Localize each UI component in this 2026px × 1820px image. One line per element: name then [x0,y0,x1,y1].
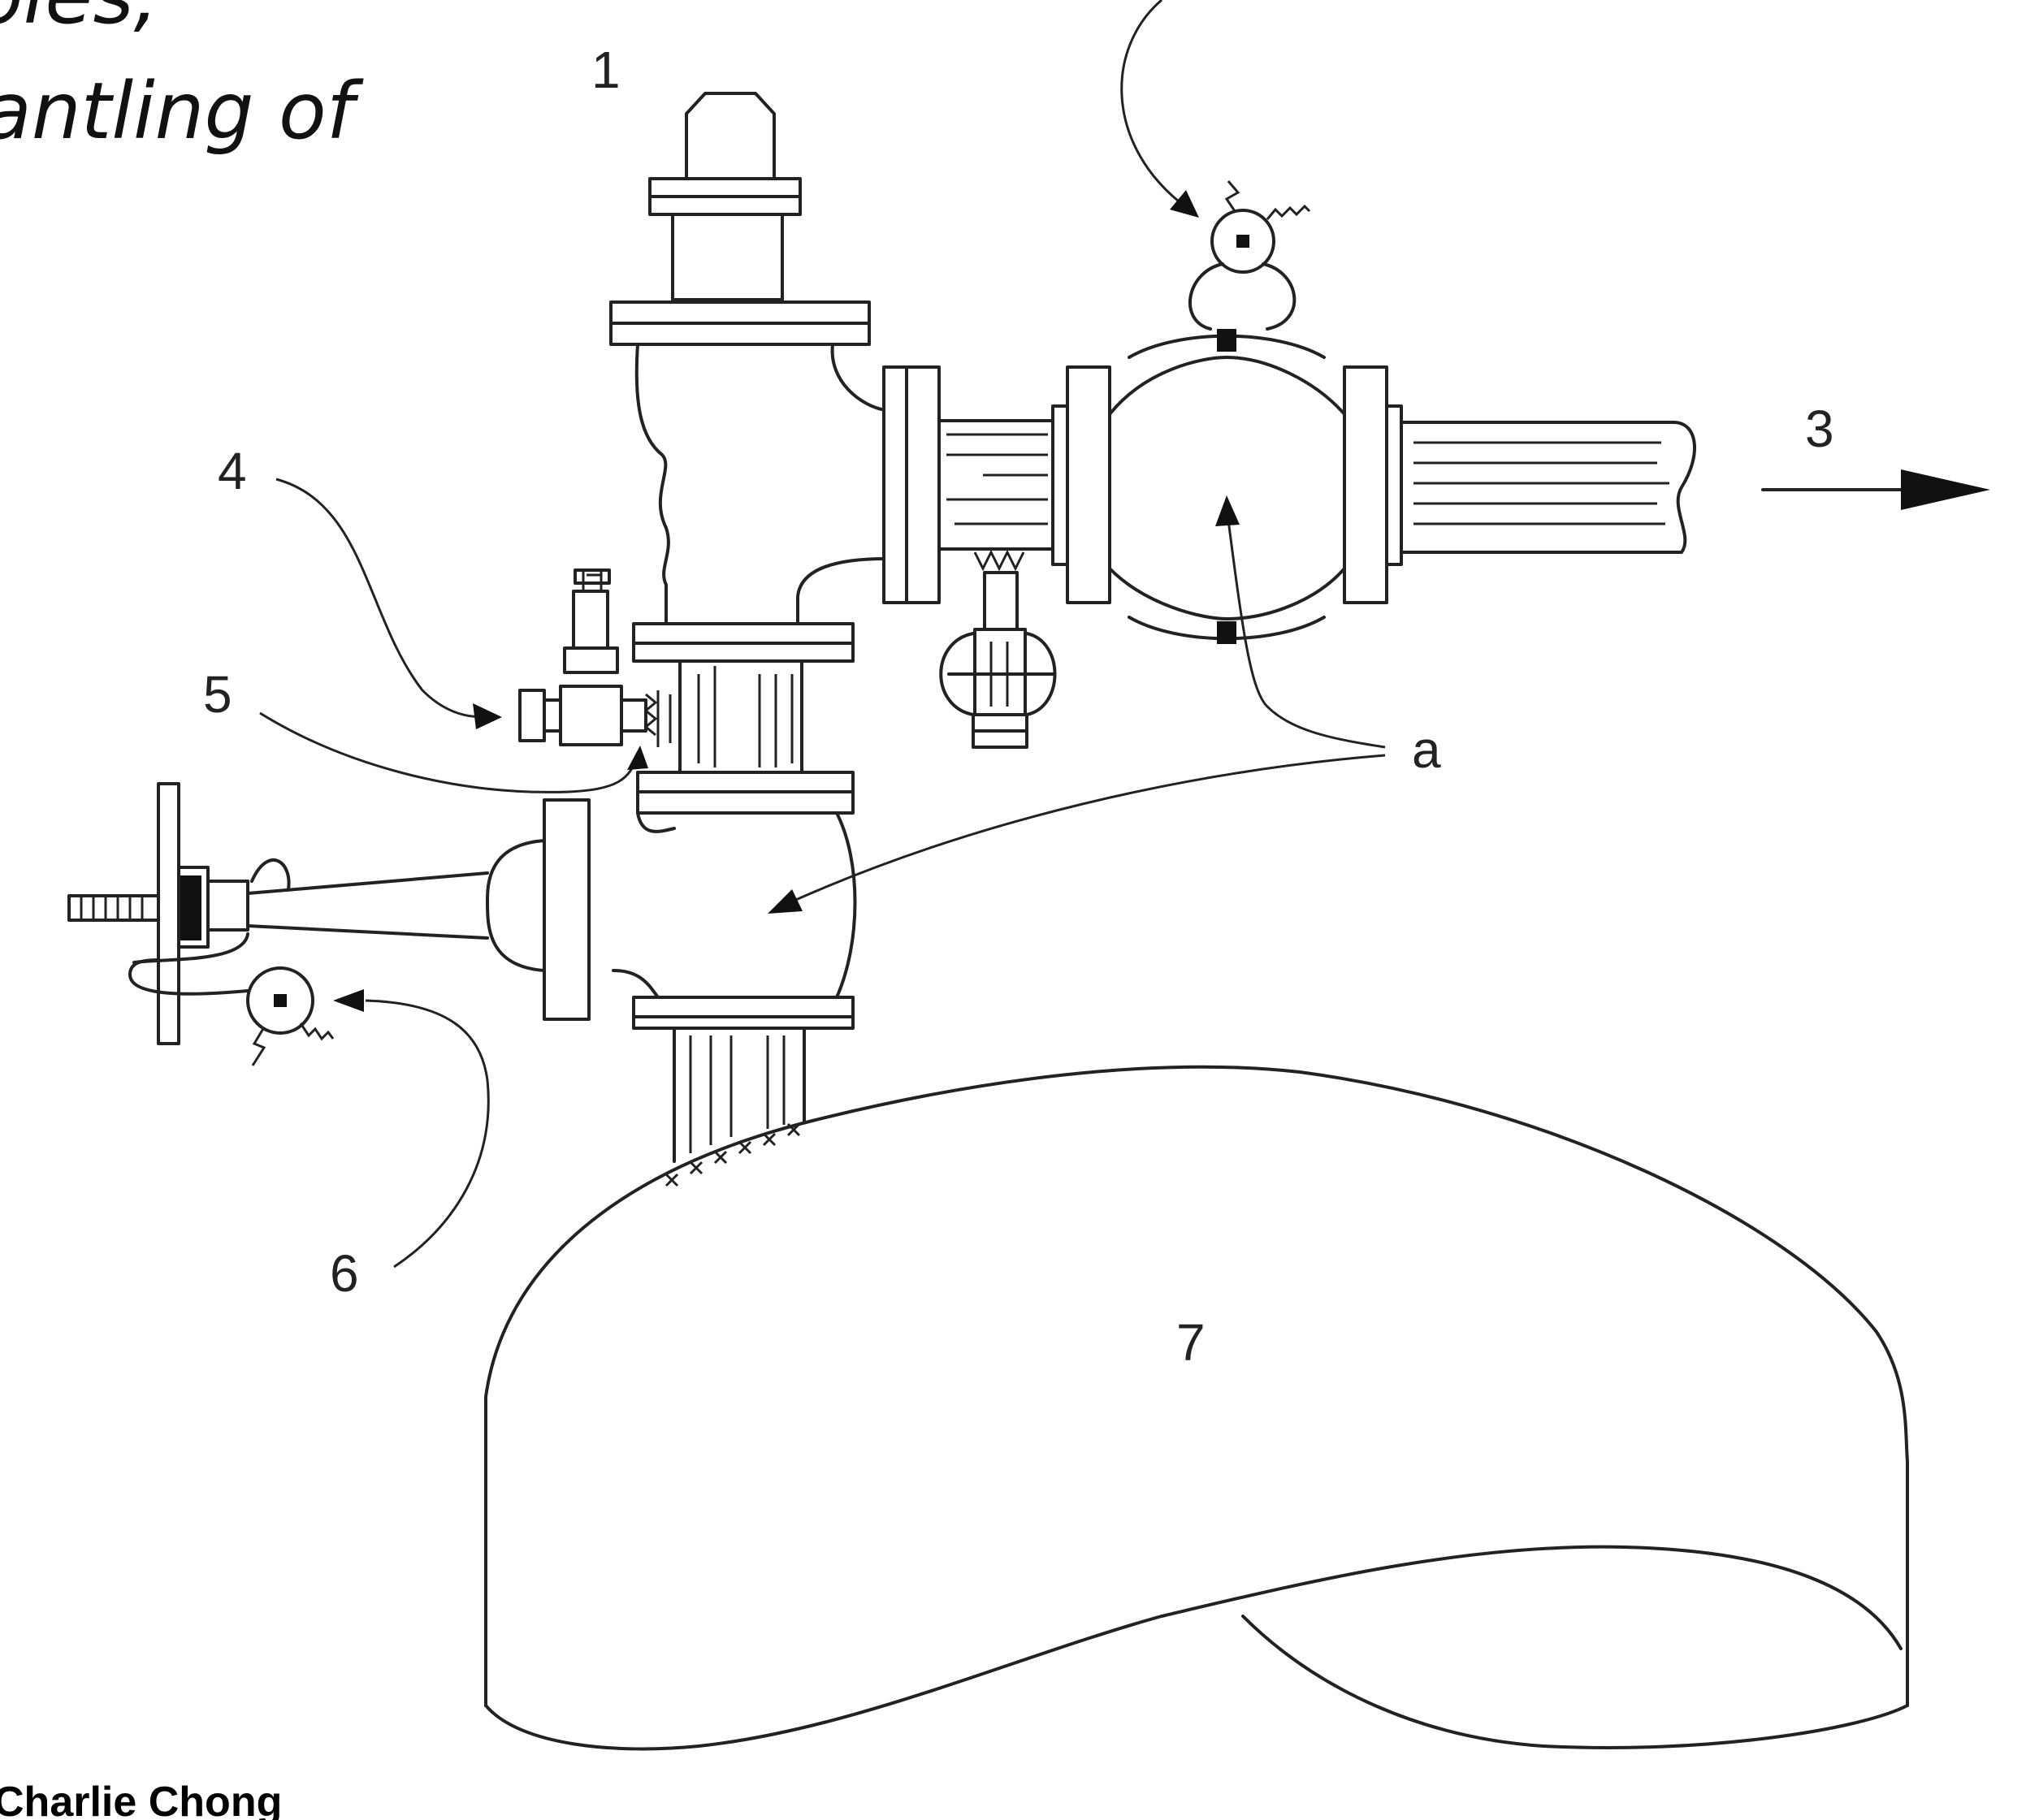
callout-5: 5 [203,665,232,724]
header-line-1: oles, [0,0,158,41]
header-line-2: antling of [0,66,364,157]
callout-6: 6 [330,1244,359,1303]
author-credit: Charlie Chong [0,1779,282,1820]
callout-a: a [1412,720,1441,779]
callout-3: 3 [1805,400,1834,458]
callout-4: 4 [218,442,247,500]
lower-handwheel-valve [67,782,591,1066]
vertical-valve-stack [609,92,887,1187]
horizontal-outlet-line [882,329,1696,749]
top-actuator [1188,180,1311,331]
vessel [484,1065,1909,1751]
leader-arrows [259,0,1990,1269]
callout-7: 7 [1176,1313,1206,1372]
side-sample-valve [518,568,672,747]
callout-1: 1 [591,41,621,99]
